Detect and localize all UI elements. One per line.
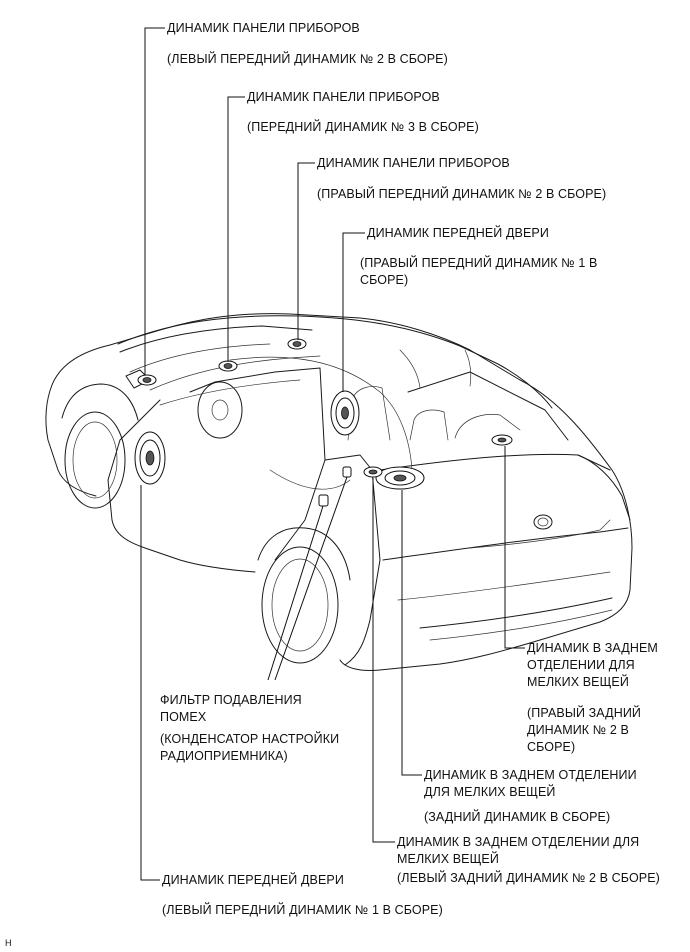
label-ip-center-name: ДИНАМИК ПАНЕЛИ ПРИБОРОВ — [247, 90, 440, 104]
label-front-door-left: ДИНАМИК ПЕРЕДНЕЙ ДВЕРИ (ЛЕВЫЙ ПЕРЕДНИЙ Д… — [162, 872, 443, 917]
leader-lines — [140, 27, 525, 881]
label-ip-center: ДИНАМИК ПАНЕЛИ ПРИБОРОВ (ПЕРЕДНИЙ ДИНАМИ… — [247, 90, 479, 134]
leader-rear-shelf-left — [372, 478, 395, 843]
label-noise-filter-assy-2: РАДИОПРИЕМНИКА) — [160, 749, 288, 763]
leader-front-door-right — [342, 232, 365, 392]
label-front-door-right-name: ДИНАМИК ПЕРЕДНЕЙ ДВЕРИ — [367, 225, 549, 240]
speaker-rear-shelf-left — [363, 466, 383, 478]
speaker-instrument-panel-center — [218, 360, 238, 372]
leader-noise-filter-b — [274, 476, 348, 681]
leader-rear-shelf-center — [401, 490, 422, 776]
footer-code: H — [5, 938, 12, 948]
label-rear-shelf-right-assy-1: (ПРАВЫЙ ЗАДНИЙ — [527, 705, 641, 720]
label-rear-shelf-left-assy: (ЛЕВЫЙ ЗАДНИЙ ДИНАМИК № 2 В СБОРЕ) — [397, 870, 660, 885]
label-front-door-left-assy: (ЛЕВЫЙ ПЕРЕДНИЙ ДИНАМИК № 1 В СБОРЕ) — [162, 902, 443, 917]
label-rear-shelf-right-assy-2: ДИНАМИК № 2 В — [527, 723, 629, 737]
label-ip-center-assy: (ПЕРЕДНИЙ ДИНАМИК № 3 В СБОРЕ) — [247, 119, 479, 134]
label-rear-shelf-center-name-2: ДЛЯ МЕЛКИХ ВЕЩЕЙ — [424, 784, 556, 799]
label-rear-shelf-right-name-1: ДИНАМИК В ЗАДНЕМ — [527, 641, 658, 655]
label-noise-filter-name-2: ПОМЕХ — [160, 710, 207, 724]
speaker-rear-shelf-right — [491, 434, 513, 446]
leader-rear-shelf-right — [504, 446, 525, 649]
label-ip-left-assy: (ЛЕВЫЙ ПЕРЕДНИЙ ДИНАМИК № 2 В СБОРЕ) — [167, 51, 448, 66]
label-ip-right-name: ДИНАМИК ПАНЕЛИ ПРИБОРОВ — [317, 156, 510, 170]
label-rear-shelf-right-name-3: МЕЛКИХ ВЕЩЕЙ — [527, 674, 629, 689]
label-rear-shelf-right-assy-3: СБОРЕ) — [527, 740, 575, 754]
label-front-door-right-assy-1: (ПРАВЫЙ ПЕРЕДНИЙ ДИНАМИК № 1 В — [360, 255, 597, 270]
label-noise-filter: ФИЛЬТР ПОДАВЛЕНИЯ ПОМЕХ (КОНДЕНСАТОР НАС… — [160, 693, 339, 763]
speaker-front-door-right — [330, 390, 360, 436]
speaker-instrument-panel-left — [137, 374, 157, 386]
label-rear-shelf-left-name-2: МЕЛКИХ ВЕЩЕЙ — [397, 851, 499, 866]
label-ip-left-name: ДИНАМИК ПАНЕЛИ ПРИБОРОВ — [167, 21, 360, 35]
label-ip-left: ДИНАМИК ПАНЕЛИ ПРИБОРОВ (ЛЕВЫЙ ПЕРЕДНИЙ … — [167, 21, 448, 66]
leader-ip-center — [227, 96, 245, 362]
label-rear-shelf-center: ДИНАМИК В ЗАДНЕМ ОТДЕЛЕНИИ ДЛЯ МЕЛКИХ ВЕ… — [424, 768, 637, 824]
leader-front-door-left — [140, 485, 160, 881]
label-rear-shelf-center-name-1: ДИНАМИК В ЗАДНЕМ ОТДЕЛЕНИИ — [424, 768, 637, 782]
noise-filter-component — [318, 466, 352, 507]
label-rear-shelf-center-assy: (ЗАДНИЙ ДИНАМИК В СБОРЕ) — [424, 809, 610, 824]
label-noise-filter-name-1: ФИЛЬТР ПОДАВЛЕНИЯ — [160, 693, 302, 707]
label-rear-shelf-left-name-1: ДИНАМИК В ЗАДНЕМ ОТДЕЛЕНИИ ДЛЯ — [397, 835, 639, 849]
leader-ip-right — [297, 162, 315, 340]
label-rear-shelf-left: ДИНАМИК В ЗАДНЕМ ОТДЕЛЕНИИ ДЛЯ МЕЛКИХ ВЕ… — [397, 835, 660, 885]
leader-ip-left — [144, 27, 165, 375]
label-ip-right: ДИНАМИК ПАНЕЛИ ПРИБОРОВ (ПРАВЫЙ ПЕРЕДНИЙ… — [317, 156, 606, 201]
label-front-door-right: ДИНАМИК ПЕРЕДНЕЙ ДВЕРИ (ПРАВЫЙ ПЕРЕДНИЙ … — [360, 225, 597, 287]
car-illustration — [45, 313, 633, 671]
label-rear-shelf-right: ДИНАМИК В ЗАДНЕМ ОТДЕЛЕНИИ ДЛЯ МЕЛКИХ ВЕ… — [527, 641, 658, 754]
leader-noise-filter-a — [267, 505, 324, 681]
speaker-front-door-left — [134, 431, 166, 485]
label-noise-filter-assy-1: (КОНДЕНСАТОР НАСТРОЙКИ — [160, 731, 339, 746]
label-ip-right-assy: (ПРАВЫЙ ПЕРЕДНИЙ ДИНАМИК № 2 В СБОРЕ) — [317, 186, 606, 201]
label-rear-shelf-right-name-2: ОТДЕЛЕНИИ ДЛЯ — [527, 658, 635, 672]
label-front-door-right-assy-2: СБОРЕ) — [360, 273, 408, 287]
speaker-rear-shelf-center — [375, 466, 425, 490]
speaker-instrument-panel-right — [287, 338, 307, 350]
label-front-door-left-name: ДИНАМИК ПЕРЕДНЕЙ ДВЕРИ — [162, 872, 344, 887]
